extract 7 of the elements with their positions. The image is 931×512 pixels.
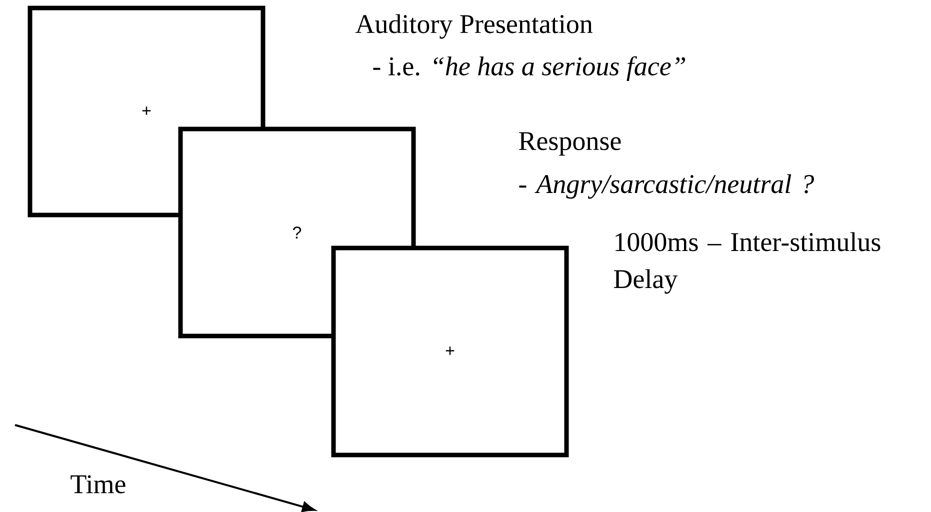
caption-text: 1000ms – Inter-stimulus Delay <box>614 232 880 294</box>
stimulus-screen: + <box>331 246 569 458</box>
axis-label: Time <box>70 475 126 494</box>
caption-text: - Angry/sarcastic/neutral ? <box>519 174 814 199</box>
caption-text: - i.e. “he has a serious face” <box>373 56 686 81</box>
caption-text: Auditory Presentation <box>355 14 593 39</box>
caption-text: Response <box>519 132 621 156</box>
